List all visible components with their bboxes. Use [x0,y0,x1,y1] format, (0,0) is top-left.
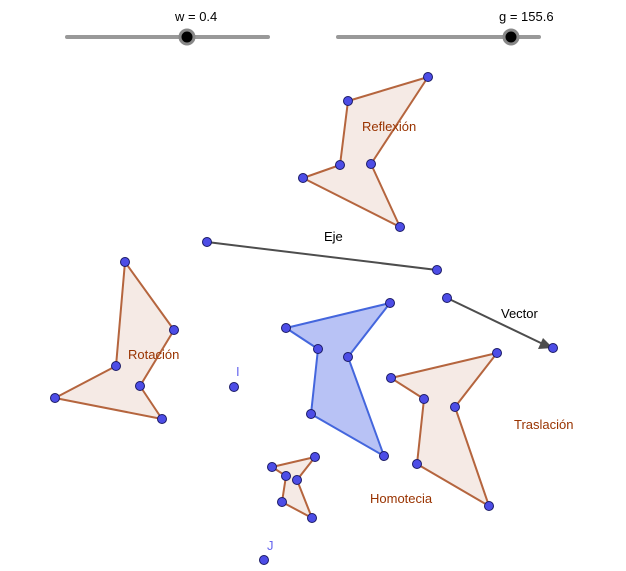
point[interactable] [386,373,396,383]
points[interactable] [50,72,558,565]
point-eje-start[interactable] [202,237,212,247]
slider-g-label: g = 155.6 [499,9,554,24]
point[interactable] [157,414,167,424]
point[interactable] [419,394,429,404]
point[interactable] [366,159,376,169]
point[interactable] [281,323,291,333]
point[interactable] [310,452,320,462]
point[interactable] [335,160,345,170]
slider-g[interactable]: g = 155.6 [336,9,554,46]
label-eje: Eje [324,229,343,244]
point[interactable] [395,222,405,232]
label-traslacion: Traslación [514,417,573,432]
point[interactable] [267,462,277,472]
segment-eje[interactable] [206,241,438,271]
point[interactable] [50,393,60,403]
point[interactable] [379,451,389,461]
point[interactable] [450,402,460,412]
polygon-reflexion[interactable] [302,76,429,228]
point[interactable] [169,325,179,335]
polygon-traslacion[interactable] [390,352,498,507]
point-j[interactable] [259,555,269,565]
slider-w-label: w = 0.4 [174,9,217,24]
point[interactable] [111,361,121,371]
polygon-homotecia[interactable] [271,456,316,519]
label-reflexion: Reflexión [362,119,416,134]
point[interactable] [343,96,353,106]
slider-w[interactable]: w = 0.4 [65,9,270,46]
point[interactable] [135,381,145,391]
point-vector-start[interactable] [442,293,452,303]
point[interactable] [385,298,395,308]
point[interactable] [492,348,502,358]
point[interactable] [120,257,130,267]
label-homotecia: Homotecia [370,491,433,506]
point-eje-end[interactable] [432,265,442,275]
point[interactable] [313,344,323,354]
slider-w-knob[interactable] [178,28,196,46]
point[interactable] [306,409,316,419]
point[interactable] [298,173,308,183]
point[interactable] [292,475,302,485]
polygon-rotacion[interactable] [54,261,175,420]
label-point-i: I [236,364,240,379]
point-vector-end[interactable] [548,343,558,353]
point[interactable] [484,501,494,511]
point[interactable] [423,72,433,82]
slider-g-knob[interactable] [502,28,520,46]
label-vector: Vector [501,306,539,321]
point[interactable] [412,459,422,469]
vector-line[interactable] [446,297,546,346]
point[interactable] [343,352,353,362]
point[interactable] [277,497,287,507]
label-point-j: J [267,538,274,553]
point[interactable] [281,471,291,481]
polygon-original[interactable] [285,302,391,457]
point[interactable] [307,513,317,523]
point-i[interactable] [229,382,239,392]
label-rotacion: Rotación [128,347,179,362]
